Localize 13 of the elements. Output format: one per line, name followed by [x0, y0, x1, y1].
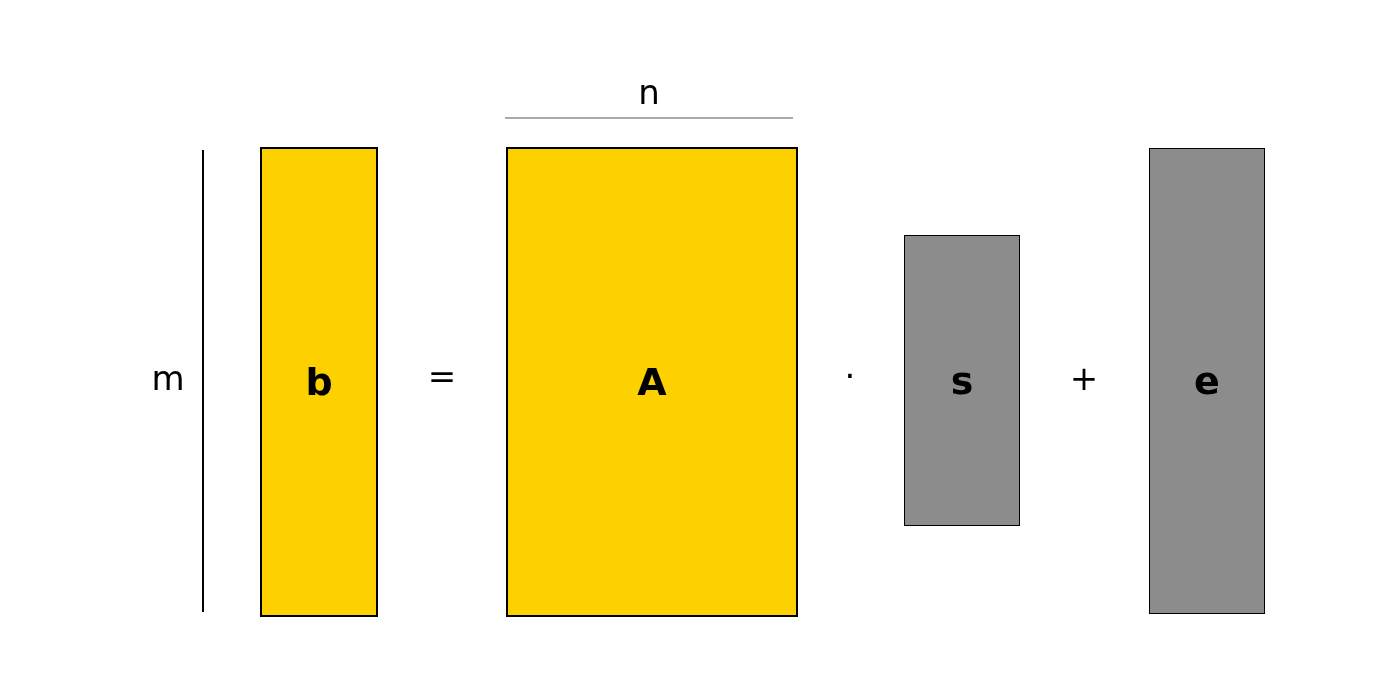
matrix-block — [1149, 148, 1265, 614]
matrix-symbol: e — [1194, 362, 1220, 400]
dimension-label: n — [638, 75, 660, 109]
matrix-block — [506, 147, 798, 617]
dimension-label: m — [151, 361, 185, 395]
matrix-symbol: A — [637, 363, 667, 401]
multiplication-dot: · — [844, 359, 856, 393]
matrix-block — [904, 235, 1020, 526]
matrix-symbol: s — [950, 361, 974, 400]
equals-sign: = — [427, 359, 457, 393]
matrix-block — [260, 147, 378, 617]
matrix-symbol: b — [305, 363, 333, 401]
plus-sign: + — [1069, 361, 1099, 395]
